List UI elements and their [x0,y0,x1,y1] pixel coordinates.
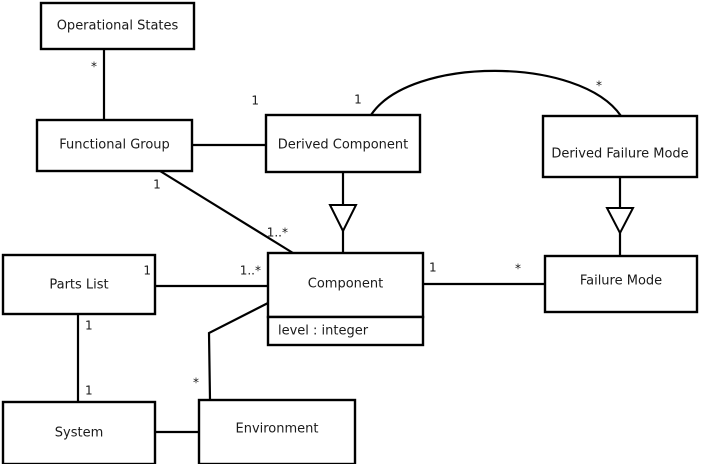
class-rect-parts-list[interactable] [1,253,157,316]
class-box-system[interactable]: System [1,400,157,464]
multiplicity-label-derived-component--derived-failure-mode-1: * [596,79,602,93]
generalization-layer [328,172,635,256]
class-name-functional-group: Functional Group [59,138,170,153]
generalization-arrow-icon-derived-component [328,204,358,234]
class-box-derived-component[interactable]: Derived Component [264,113,422,174]
multiplicity-layer: * 1 1 1..* 1 * 1 1..* 1 * 1 1 * [85,60,602,398]
association-layer [76,49,622,434]
class-attribute-compartment-component [266,315,425,347]
multiplicity-label-functional-group--component-0: 1 [153,178,161,192]
multiplicity-label-parts-list--component-1: 1..* [240,264,261,278]
class-box-derived-failure-mode[interactable]: Derived Failure Mode [541,114,699,179]
class-box-parts-list[interactable]: Parts List [1,253,157,316]
multiplicity-label-parts-list--system-1: 1 [85,384,93,398]
multiplicity-label-component--failure-mode-0: 1 [429,261,437,275]
generalization-arrow-icon-derived-failure-mode [605,207,635,236]
class-name-operational-states: Operational States [57,19,179,34]
class-name-component: Component [308,277,383,292]
class-name-system: System [55,426,103,441]
class-name-derived-failure-mode: Derived Failure Mode [551,147,688,162]
multiplicity-label-functional-group--component-1: 1..* [267,226,288,240]
class-rect-derived-failure-mode[interactable] [541,114,699,179]
class-box-component[interactable]: Component level : integer [266,251,425,347]
class-rect-failure-mode[interactable] [543,254,699,314]
association-derived-component-derived-failure-mode[interactable] [370,69,622,117]
class-name-environment: Environment [235,422,318,437]
multiplicity-label-derived-component--derived-failure-mode-0: 1 [354,93,362,107]
class-rect-system[interactable] [1,400,157,464]
class-name-failure-mode: Failure Mode [580,274,662,289]
multiplicity-label-component--failure-mode-1: * [515,262,521,276]
association-environment-component[interactable] [207,302,269,401]
class-rect-derived-component[interactable] [264,113,422,174]
multiplicity-label-functional-group--derived-component-0: 1 [251,94,259,108]
class-rect-environment[interactable] [197,398,357,464]
multiplicity-label-parts-list--system-0: 1 [85,319,93,333]
class-rect-component[interactable] [266,251,425,319]
multiplicity-label-operational-states--functional-group-0: * [91,60,97,74]
class-name-derived-component: Derived Component [278,138,409,153]
class-box-functional-group[interactable]: Functional Group [35,118,194,173]
multiplicity-label-environment--component-0: * [193,376,199,390]
class-attribute-component-level: level : integer [278,324,369,339]
multiplicity-label-parts-list--component-0: 1 [143,264,151,278]
association-functional-group-component[interactable] [159,170,294,254]
class-box-operational-states[interactable]: Operational States [39,1,196,51]
class-rect-operational-states[interactable] [39,1,196,51]
class-rect-functional-group[interactable] [35,118,194,173]
class-name-parts-list: Parts List [49,278,108,293]
class-box-failure-mode[interactable]: Failure Mode [543,254,699,314]
class-box-environment[interactable]: Environment [197,398,357,464]
